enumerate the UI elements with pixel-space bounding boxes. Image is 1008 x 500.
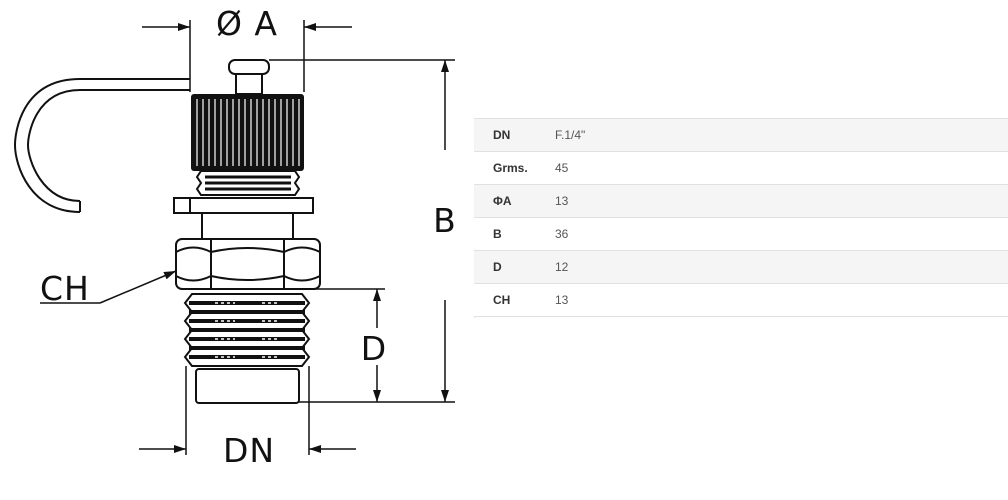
valve-pin	[228, 59, 270, 95]
table-row: B 36	[474, 217, 1008, 251]
spec-table: DN F.1/4" Grms. 45 ΦA 13 B 36 D 12 CH 13	[474, 118, 1008, 317]
dimension-dn	[139, 366, 356, 455]
table-row: CH 13	[474, 283, 1008, 317]
valve-spigot	[195, 368, 300, 404]
label-b: B	[433, 201, 457, 240]
spec-value: 36	[555, 217, 1008, 251]
hex-nut	[175, 238, 321, 290]
label-dn: DN	[223, 431, 275, 470]
spec-key: Grms.	[474, 151, 555, 185]
knurled-cap	[191, 94, 304, 171]
spec-value: F.1/4"	[555, 118, 1008, 152]
spec-key: B	[474, 217, 555, 251]
table-row: ΦA 13	[474, 184, 1008, 218]
valve-technical-drawing: Ø A B D DN CH	[13, 4, 457, 470]
label-dia-a: Ø A	[216, 4, 278, 43]
spec-value: 13	[555, 283, 1008, 317]
spec-value: 12	[555, 250, 1008, 284]
label-d: D	[361, 329, 387, 368]
cap-threads	[195, 170, 301, 196]
bail-strap	[13, 78, 190, 213]
table-row: D 12	[474, 250, 1008, 284]
spec-key: DN	[474, 118, 555, 152]
spec-value: 45	[555, 151, 1008, 185]
dimension-d	[304, 288, 385, 402]
valve-neck	[201, 212, 294, 240]
leader-ch	[40, 270, 177, 304]
dimension-dia-a	[142, 20, 352, 92]
table-row: DN F.1/4"	[474, 118, 1008, 152]
spec-key: CH	[474, 283, 555, 317]
body-threads	[183, 293, 311, 367]
spec-key: ΦA	[474, 184, 555, 218]
spec-value: 13	[555, 184, 1008, 218]
spec-key: D	[474, 250, 555, 284]
label-ch: CH	[40, 269, 90, 308]
table-row: Grms. 45	[474, 151, 1008, 185]
collar-plate	[173, 197, 314, 214]
